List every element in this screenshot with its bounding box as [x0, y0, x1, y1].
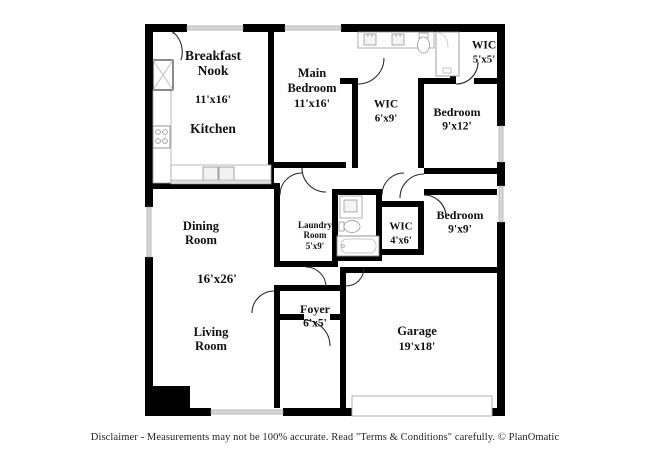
label-foyer: Foyer — [300, 302, 331, 316]
hall-bath-toilet — [338, 220, 361, 233]
kitchen-fixtures — [152, 59, 272, 185]
label-wic-master-dimensions: 6'x9' — [375, 113, 398, 125]
breakfast-nook-window — [186, 25, 244, 31]
label-laundry-room-line2: Room — [304, 230, 327, 240]
label-wic-bedroom2: WIC — [472, 40, 496, 52]
label-wic-bedroom3: WIC — [389, 221, 412, 233]
label-main-bedroom-dimensions: 11'x16' — [294, 96, 330, 110]
door-swings — [172, 31, 479, 347]
label-dining-room-line1: Dining — [183, 219, 220, 233]
label-living-area-dimensions: 16'x26' — [197, 271, 237, 286]
label-wic-bedroom2-dimensions: 5'x5' — [473, 54, 496, 66]
windows — [145, 24, 505, 416]
floor-areas — [145, 24, 505, 416]
label-main-bedroom-line2: Bedroom — [287, 81, 337, 95]
room-labels: Breakfast Nook 11'x16' Kitchen Main Bedr… — [183, 40, 496, 353]
label-kitchen: Kitchen — [190, 121, 236, 136]
bedroom3-window — [498, 185, 504, 223]
label-wic-bedroom3-dimensions: 4'x6' — [390, 235, 412, 246]
living-room-wall-jog — [145, 386, 190, 416]
label-garage: Garage — [397, 324, 437, 338]
hall-bath-sink — [343, 199, 358, 213]
label-dining-room-line2: Room — [185, 233, 218, 247]
label-bedroom-2-dimensions: 9'x12' — [442, 121, 471, 133]
label-foyer-dimensions: 6'x5' — [303, 318, 327, 330]
label-breakfast-nook-dimensions: 11'x16' — [195, 92, 231, 106]
label-bedroom-3-dimensions: 9'x9' — [448, 224, 472, 236]
hall-bath-tub — [336, 235, 380, 257]
label-wic-master: WIC — [374, 99, 398, 111]
master-bath-vanity-left — [363, 33, 377, 46]
label-living-room-line2: Room — [195, 339, 228, 353]
master-bath-shower — [435, 31, 460, 77]
label-bedroom-3: Bedroom — [436, 208, 483, 222]
label-breakfast-nook-line1: Breakfast — [185, 48, 242, 63]
master-bath-fixtures — [357, 31, 460, 77]
kitchen-sink — [202, 166, 219, 182]
main-bedroom-window — [284, 25, 342, 31]
garage-door — [351, 395, 493, 417]
living-room-window — [210, 409, 284, 415]
disclaimer-text: Disclaimer - Measurements may not be 100… — [90, 432, 560, 443]
label-garage-dimensions: 19'x18' — [399, 339, 436, 353]
interior-walls — [145, 24, 497, 416]
dining-room-window — [146, 206, 152, 258]
master-bath-vanity-right — [391, 33, 405, 46]
master-bath-toilet — [417, 32, 430, 54]
kitchen-range — [152, 125, 171, 149]
bedroom2-window — [498, 125, 504, 163]
label-main-bedroom-line1: Main — [298, 66, 327, 80]
label-laundry-room-line1: Laundry — [298, 220, 333, 230]
label-living-room-line1: Living — [194, 325, 229, 339]
label-laundry-room-dimensions: 5'x9' — [306, 241, 325, 251]
hall-bath-fixtures — [336, 195, 380, 257]
label-bedroom-2: Bedroom — [433, 105, 480, 119]
label-breakfast-nook-line2: Nook — [198, 63, 229, 78]
